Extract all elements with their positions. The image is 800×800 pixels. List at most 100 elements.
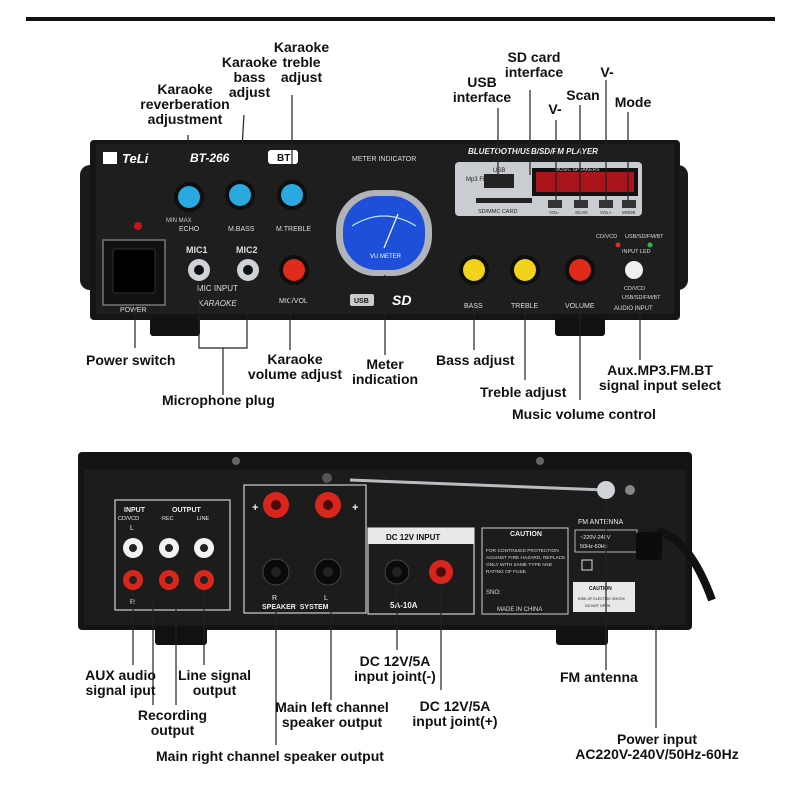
callout-power-input: Power input AC220V-240V/50Hz-60Hz <box>575 731 739 762</box>
rca-rec-r[interactable] <box>159 570 179 590</box>
callout-karaoke-treble: Karaoke treble adjust <box>273 39 330 85</box>
callout-main-left: Main left channel speaker output <box>275 699 389 730</box>
sd-slot[interactable] <box>476 198 532 203</box>
treble-label: TREBLE <box>511 303 539 310</box>
echo-label: ECHO <box>179 226 200 233</box>
scan-button[interactable] <box>574 200 588 208</box>
fm-antenna-rod <box>349 478 606 492</box>
rear-input-sub: CD/VCD <box>118 516 139 522</box>
bt-badge-text: BT <box>277 153 290 164</box>
power-label: POWER <box>120 307 146 314</box>
rear-foot-right <box>556 627 608 645</box>
power-switch[interactable] <box>112 248 156 294</box>
usb-slot[interactable] <box>484 174 514 188</box>
rca-line-r[interactable] <box>194 570 214 590</box>
mic-input-label: MIC INPUT <box>197 284 238 293</box>
dc-negative-terminal[interactable] <box>384 559 410 585</box>
caution-label <box>481 527 569 615</box>
rca-rec-l[interactable] <box>159 538 179 558</box>
callout-music-volume: Music volume control <box>512 406 656 422</box>
svg-text:+: + <box>252 502 258 514</box>
callout-power-switch: Power switch <box>86 352 176 368</box>
bt-badge <box>268 150 298 164</box>
rca-l-label: L <box>130 525 134 532</box>
input-select-button[interactable] <box>625 261 643 279</box>
mtreble-knob[interactable]: M.TREBLE <box>276 180 311 233</box>
callout-karaoke-bass: Karaoke bass adjust <box>221 54 278 100</box>
mp3-label: Mp3 FM <box>466 177 488 183</box>
treble-knob[interactable]: TREBLE <box>510 255 540 310</box>
speaker-system-label: SPEAKER SYSTEM <box>262 604 329 611</box>
vol-minus-button[interactable] <box>548 200 562 208</box>
bass-label: BASS <box>464 303 483 310</box>
caution-text-1: FOR CONTINUED PROTECTION <box>486 548 559 554</box>
speaker-r-minus[interactable] <box>262 558 290 586</box>
shock-text-2: DO NOT OPEN <box>585 604 610 608</box>
speaker-l-minus[interactable] <box>314 558 342 586</box>
sd-slot-label: SD/MMC CARD <box>478 209 517 215</box>
callout-sd: SD card interface <box>504 49 564 80</box>
input-led-label: INPUT LED <box>622 249 651 255</box>
player-title: BLUETOOTH/USB/SD/FM PLAYER <box>468 147 598 156</box>
cdvcd-label: CD/VCD <box>624 286 645 292</box>
rca-aux-r[interactable] <box>123 570 143 590</box>
callout-vminus-1: V- <box>548 101 562 117</box>
micvol-knob[interactable]: MIC/VOL <box>279 255 309 305</box>
callout-recording: Recording output <box>137 707 208 738</box>
vol-plus-button[interactable] <box>599 200 613 208</box>
caution-text-2: AGAINST FIRE HAZARD, REPLACE <box>486 555 565 561</box>
bass-knob[interactable]: BASS <box>459 255 489 310</box>
rca-line-l[interactable] <box>194 538 214 558</box>
mode-button[interactable] <box>622 200 636 208</box>
caution-title: CAUTION <box>510 531 542 538</box>
rear-output-label: OUTPUT <box>172 507 202 514</box>
volume-knob[interactable]: VOLUME <box>565 255 595 310</box>
mains-rating-2: 50Hz-60Hz <box>580 544 608 550</box>
rear-screw-right <box>536 457 544 465</box>
callout-dc-neg: DC 12V/5A input joint(-) <box>354 653 436 684</box>
callout-vminus-2: V- <box>600 64 614 80</box>
power-plug <box>636 532 662 560</box>
rear-screw-left <box>232 457 240 465</box>
meter-title: METER INDICATOR <box>352 156 416 163</box>
callout-mic-plug: Microphone plug <box>162 392 275 408</box>
sno-label: SNO: <box>486 590 501 596</box>
mtreble-label: M.TREBLE <box>276 226 311 233</box>
mic1-label: MIC1 <box>186 245 208 255</box>
made-in-label: MADE IN CHINA <box>497 607 542 613</box>
echo-knob[interactable]: MIN MAX ECHO <box>166 182 204 233</box>
mbass-label: M.BASS <box>228 226 255 233</box>
callout-treble: Treble adjust <box>480 384 567 400</box>
rear-screw-3 <box>625 485 635 495</box>
front-foot-left <box>150 318 200 336</box>
power-cord <box>637 527 716 602</box>
svg-text:+: + <box>352 502 358 514</box>
btn-label-1: SCAN <box>575 210 588 215</box>
dc-rating: 5A-10A <box>390 601 418 610</box>
rear-input-label: INPUT <box>124 507 146 514</box>
brand-logo <box>103 152 117 164</box>
speaker-l-label: L <box>324 595 328 602</box>
callout-karaoke-volume: Karaoke volume adjust <box>247 351 343 382</box>
dc-input-label: DC 12V INPUT <box>386 533 440 542</box>
fm-antenna-connector[interactable] <box>597 481 615 499</box>
fm-antenna-label: FM ANTENNA <box>578 519 623 526</box>
callout-fm-antenna: FM antenna <box>560 669 638 685</box>
mbass-knob[interactable]: M.BASS <box>225 180 255 233</box>
speaker-r-plus[interactable] <box>263 492 289 518</box>
mic2-label: MIC2 <box>236 245 258 255</box>
callout-mode: Mode <box>614 94 652 110</box>
callout-usb: USB interface <box>452 74 512 105</box>
rca-aux-l[interactable] <box>123 538 143 558</box>
input-led-red <box>615 242 621 248</box>
speaker-l-plus[interactable] <box>315 492 341 518</box>
shock-text-1: RISK OF ELECTRIC SHOCK <box>578 597 626 601</box>
volume-label: VOLUME <box>565 303 595 310</box>
dc-positive-terminal[interactable] <box>429 560 453 584</box>
btn-label-0: VOL- <box>549 210 560 215</box>
usb-logo-text: USB <box>354 298 369 305</box>
callout-scan: Scan <box>566 87 600 103</box>
brand-name: TeLi <box>122 151 149 166</box>
karaoke-label: KARAOKE <box>198 299 237 308</box>
